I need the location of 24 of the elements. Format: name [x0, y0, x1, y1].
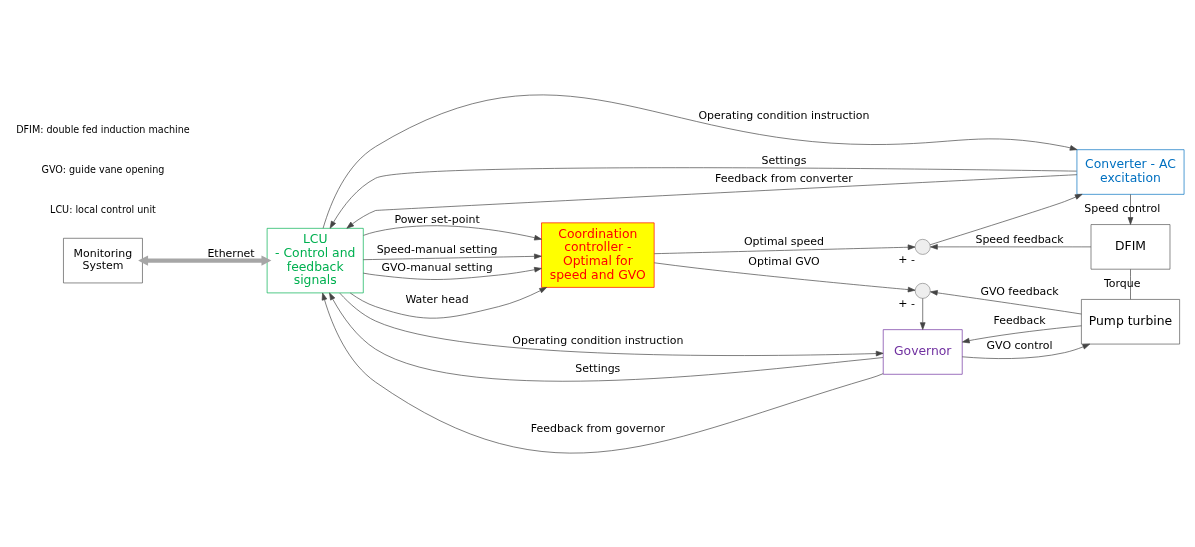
edge-label: Ethernet — [207, 246, 255, 260]
edge-label: GVO-manual setting — [381, 260, 493, 274]
edge-label: GVO control — [986, 338, 1053, 352]
label: GVO: guide vane opening — [41, 163, 165, 175]
edge-label: Optimal speed — [743, 234, 824, 248]
edge-label: Speed-manual setting — [376, 242, 498, 256]
label: DFIM: double fed induction machine — [16, 123, 190, 135]
edge-label: Settings — [761, 153, 807, 167]
edge-label: Speed feedback — [975, 232, 1064, 246]
edge-label: Settings — [575, 361, 621, 375]
edge-label: Optimal GVO — [748, 254, 820, 268]
edge-label: Feedback — [993, 313, 1046, 327]
edge-label: Water head — [405, 292, 469, 306]
label: LCU: local control unit — [50, 203, 156, 215]
edge-label: Feedback from governor — [530, 421, 665, 435]
edge-label: Power set-point — [394, 212, 480, 226]
edge-label: Torque — [1103, 276, 1141, 290]
node-label: + - — [898, 252, 915, 266]
edge-label: GVO feedback — [980, 284, 1059, 298]
edge-label: Operating condition instruction — [512, 333, 684, 347]
edge-label: Feedback from converter — [715, 171, 853, 185]
node-label: + - — [898, 296, 915, 310]
edge-label: Operating condition instruction — [698, 108, 870, 122]
edge-label: Speed control — [1084, 201, 1161, 215]
